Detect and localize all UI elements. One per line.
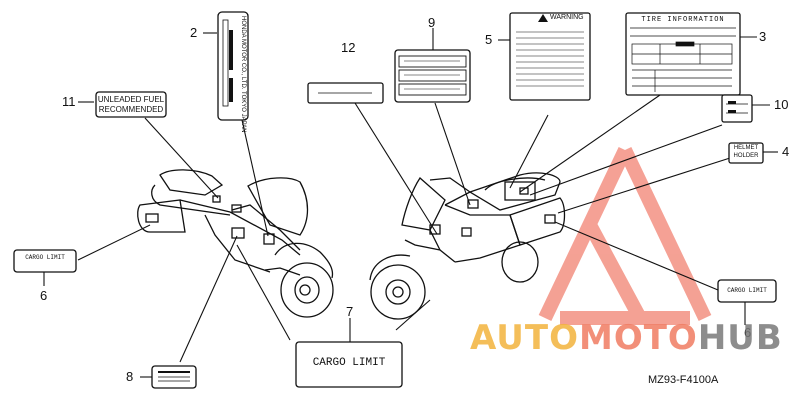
- vertical-label-text: HONDA MOTOR CO., LTD. TOKYO JAPAN: [240, 16, 246, 132]
- watermark-part-2: MOTO: [578, 318, 698, 358]
- cargo-limit-label-small-left: [13, 249, 77, 273]
- callout-9: 9: [428, 15, 436, 30]
- small-label-8: [151, 365, 197, 389]
- leader-lines: [43, 28, 778, 378]
- watermark-text: AUTOMOTOHUB: [470, 318, 783, 358]
- left-motorcycle: [137, 169, 334, 318]
- part-code: MZ93-F4100A: [648, 374, 719, 386]
- callout-4: 4: [782, 144, 790, 159]
- callout-11: 11: [62, 94, 76, 109]
- unleaded-fuel-label: [95, 91, 167, 118]
- helmet-holder-text-line2: HOLDER: [733, 153, 759, 159]
- warning-text: WARNING: [550, 14, 584, 21]
- watermark-triangle-logo: [538, 146, 712, 325]
- cargo-limit-text-small-right: CARGO LIMIT: [727, 287, 767, 294]
- callout-12: 12: [341, 40, 356, 55]
- right-motorcycle: [369, 172, 566, 320]
- callout-6-left: 6: [40, 288, 48, 303]
- cargo-limit-text-large: CARGO LIMIT: [312, 357, 386, 369]
- callout-5: 5: [485, 32, 493, 47]
- cargo-limit-text-small-left: CARGO LIMIT: [25, 254, 65, 261]
- unleaded-fuel-text-line1: UNLEADED FUEL: [97, 95, 165, 104]
- callout-6-right: 6: [744, 325, 752, 340]
- label-9: [394, 49, 471, 103]
- label-10: [721, 94, 753, 123]
- cargo-limit-label-large: [295, 341, 403, 388]
- callout-7: 7: [346, 304, 354, 319]
- callout-3: 3: [759, 29, 767, 44]
- watermark-part-1: AUTO: [470, 318, 579, 358]
- callout-2: 2: [190, 25, 198, 40]
- helmet-holder-label: [728, 142, 764, 164]
- helmet-holder-text-line1: HELMET: [733, 145, 759, 151]
- warning-label: [509, 12, 591, 101]
- callout-8: 8: [126, 369, 134, 384]
- watermark-part-3: HUB: [697, 318, 783, 358]
- callout-10: 10: [774, 97, 789, 112]
- label-12: [307, 82, 384, 104]
- vertical-id-label: [217, 11, 249, 121]
- tire-information-text: TIRE INFORMATION: [641, 16, 725, 24]
- tire-information-label: [625, 12, 741, 96]
- cargo-limit-label-small-right: [717, 279, 777, 303]
- unleaded-fuel-text-line2: RECOMMENDED: [98, 105, 164, 114]
